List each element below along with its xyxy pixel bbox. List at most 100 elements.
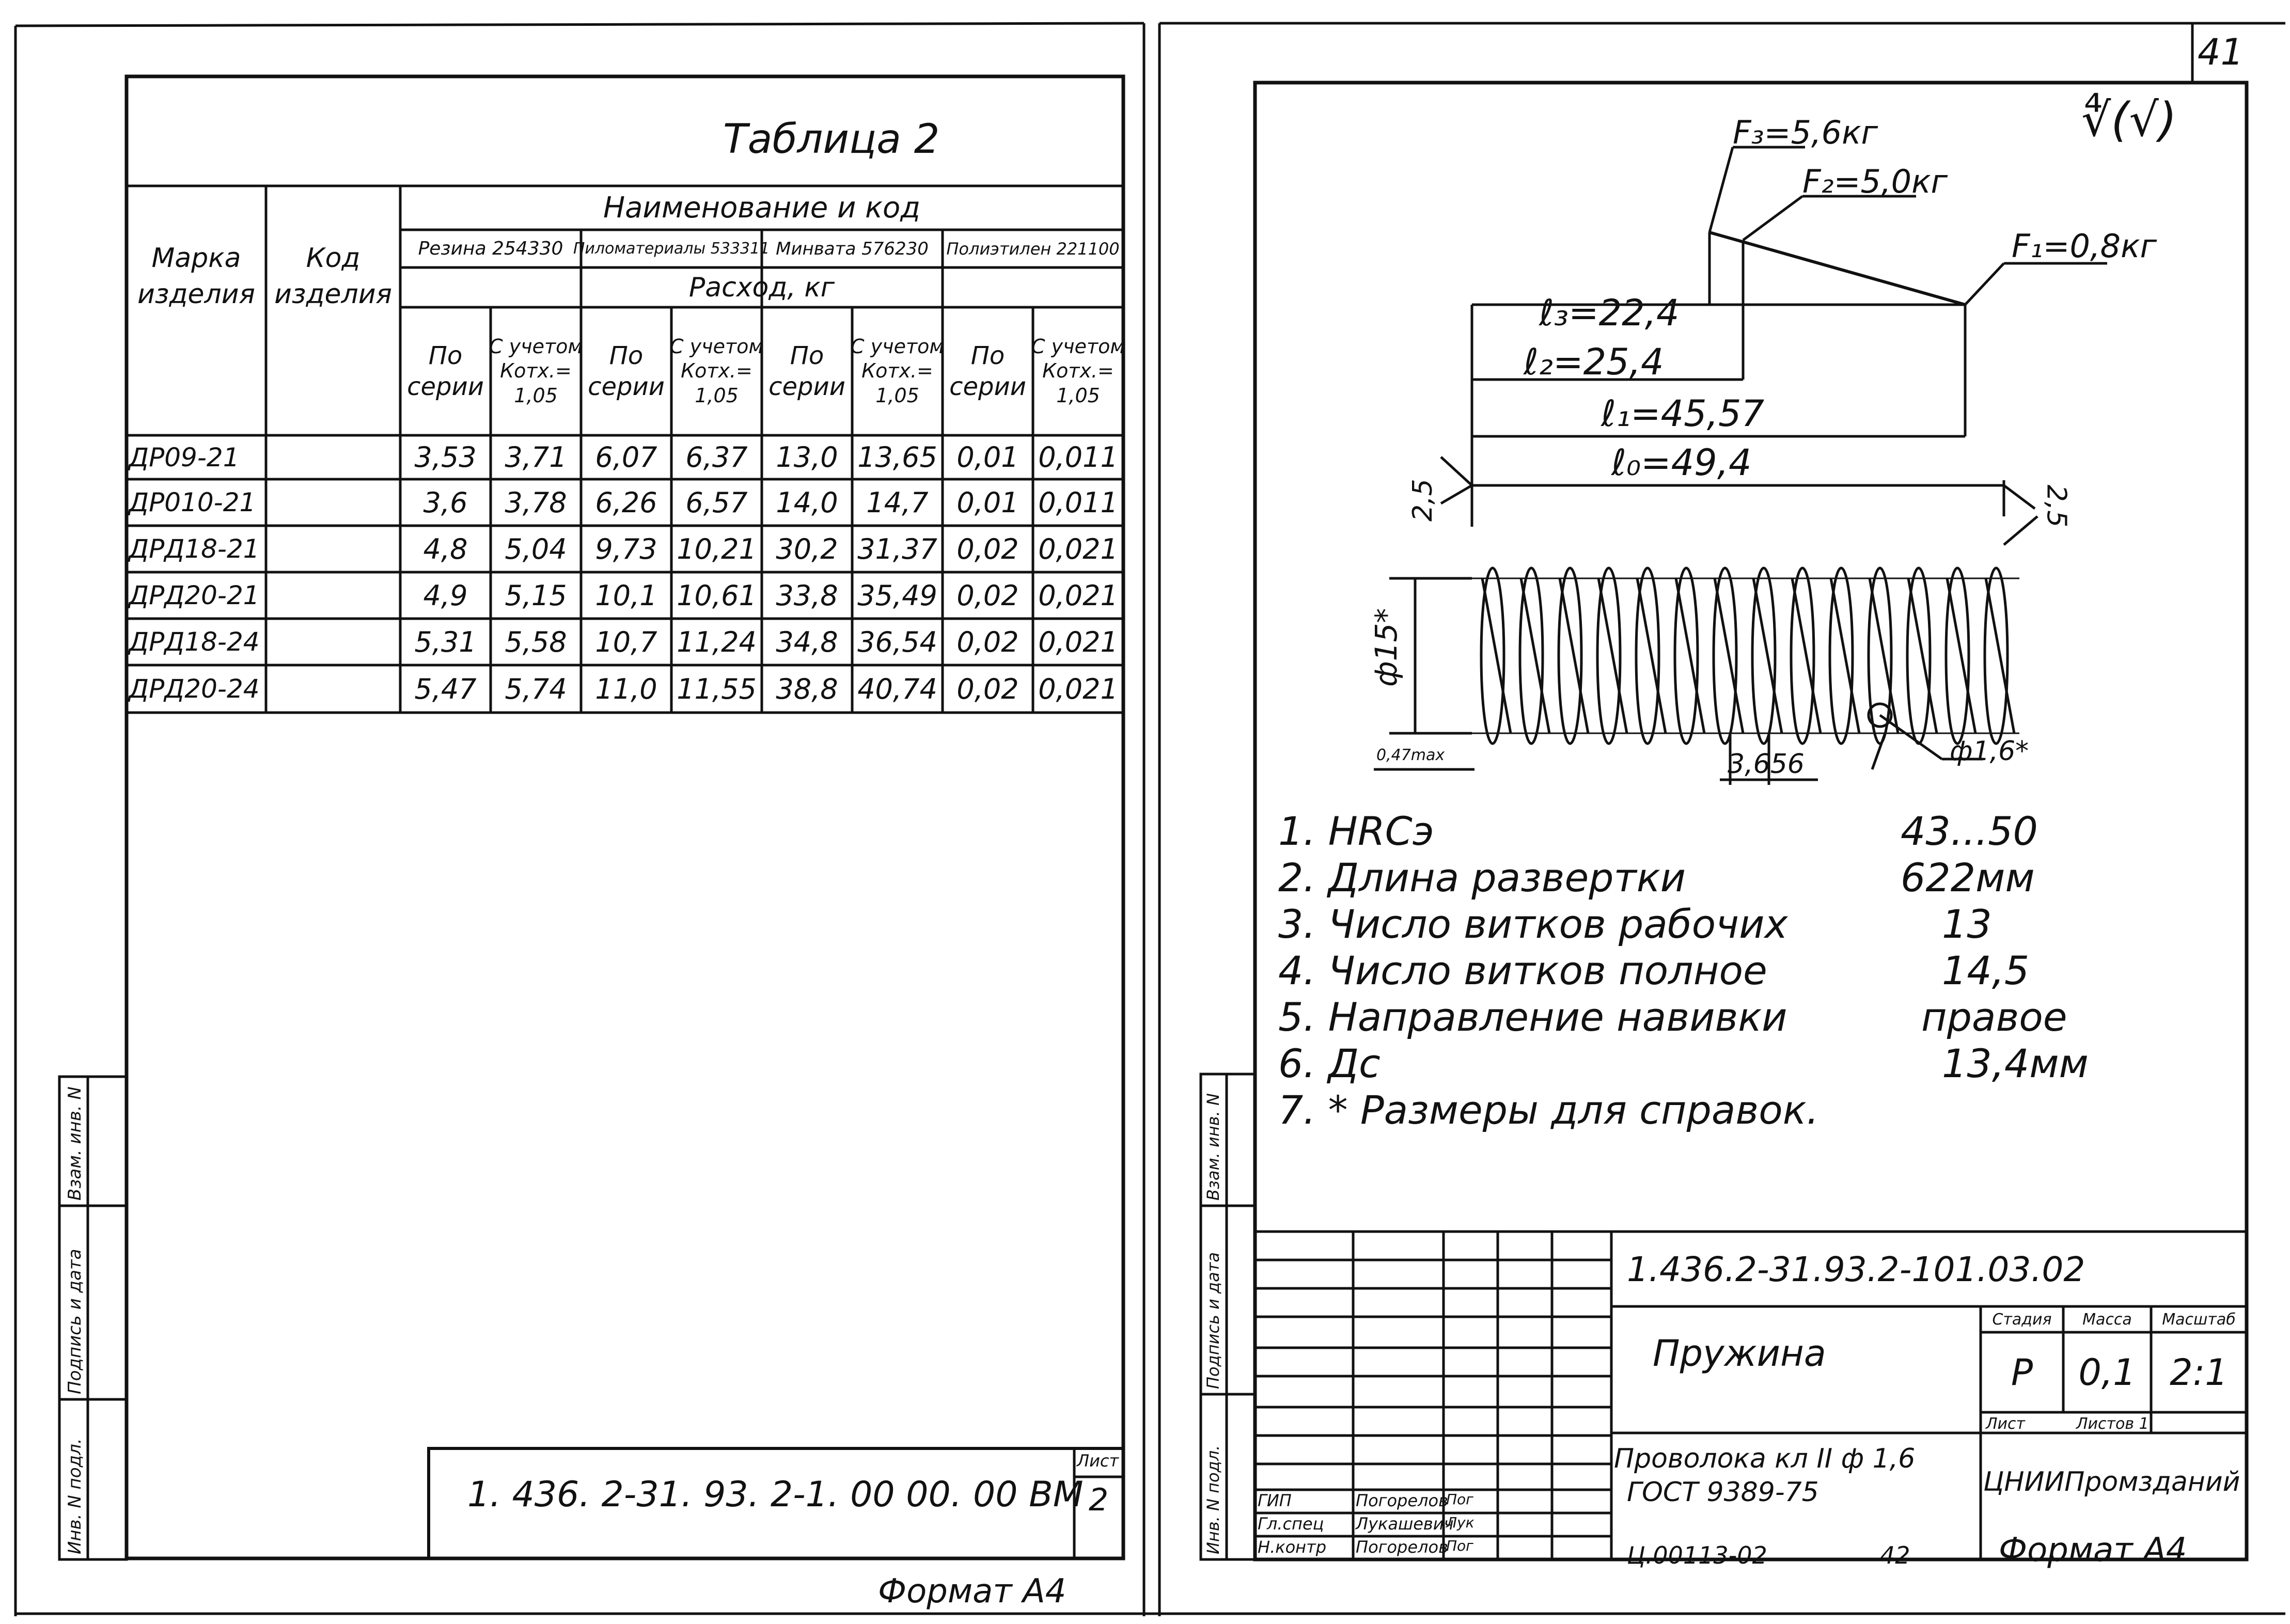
table-cell: 5,58 (505, 625, 567, 658)
table-cell: 14,0 (776, 486, 838, 519)
stamp-material-2: ГОСТ 9389-75 (1627, 1477, 1819, 1508)
spring-coil-diagonal (1907, 578, 1938, 734)
table-cell: 0,02 (956, 532, 1019, 565)
diameter-dim: ф15* (1369, 608, 1404, 687)
bottom-code: Ц.00113-02 (1627, 1541, 1767, 1569)
left-sheet-number: 2 (1089, 1482, 1109, 1518)
spring-coil-diagonal (1713, 578, 1745, 734)
spring-coil (1712, 566, 1738, 745)
table-cell: 6,07 (595, 441, 657, 474)
right-side-label-3: Взам. инв. N (1203, 1093, 1223, 1201)
spring-coil (1673, 566, 1699, 745)
table-cell: 35,49 (857, 579, 937, 612)
spec-item-label: 6. Дс (1278, 1040, 1381, 1086)
spring-coil-diagonal (1791, 578, 1822, 734)
length-l3: ℓ₃=22,4 (1539, 292, 1680, 334)
tilt-right-dim: 2,5 (2041, 484, 2072, 528)
table-cell: 38,8 (776, 672, 838, 705)
spring-coil-diagonal (1674, 578, 1706, 734)
table-cell: 0,021 (1038, 579, 1118, 612)
spec-item-label: 2. Длина развертки (1278, 855, 1686, 901)
spring-coil-diagonal (1519, 578, 1551, 734)
spring-coil-diagonal (1752, 578, 1783, 734)
table-cell: 30,2 (776, 532, 838, 565)
table-cell: 5,04 (505, 532, 567, 565)
table-cell: 31,37 (857, 532, 937, 565)
table-row-mark: ДРД20-24 (129, 674, 260, 704)
spring-coil-diagonal (1558, 578, 1590, 734)
table-cell: 3,6 (423, 486, 468, 519)
table-row-mark: ДРД18-24 (129, 627, 260, 657)
page-number: 41 (2198, 31, 2244, 73)
stamp-surname: Погорелов (1356, 1491, 1448, 1510)
spec-item-value: 14,5 (1942, 948, 2030, 994)
table-cell: 3,78 (505, 486, 567, 519)
spring-coil (1983, 566, 2009, 745)
table-cell: 0,01 (956, 441, 1019, 474)
stamp-surname: Погорелов (1356, 1537, 1448, 1557)
stamp-scale-header: Масштаб (2162, 1310, 2236, 1329)
left-format: Формат А4 (878, 1572, 1066, 1611)
stamp-surname: Лукашевич (1356, 1514, 1454, 1534)
table-cell: 11,0 (595, 672, 657, 705)
table-cell: 0,011 (1038, 486, 1118, 519)
spring-coil (1867, 566, 1893, 745)
force-f3: F₃=5,6кг (1733, 114, 1878, 151)
wire-dim: ф1,6* (1950, 736, 2029, 767)
header-consumption: Расход, кг (688, 272, 835, 303)
pitch-dim: 3,656 (1728, 749, 1805, 780)
left-side-label-3: Взам. инв. N (65, 1086, 85, 1201)
stamp-sheet-header: Лист (1986, 1415, 2026, 1433)
left-stamp-code: 1. 436. 2-31. 93. 2-1. 00 00. 00 ВМ (467, 1474, 1084, 1515)
spec-item-value: 622мм (1901, 855, 2035, 901)
table-cell: 10,21 (677, 532, 757, 565)
stamp-material-1: Проволока кл II ф 1,6 (1614, 1443, 1916, 1474)
header-mark: Марка (151, 243, 241, 274)
stamp-signature: Лук (1446, 1514, 1475, 1531)
stamp-role: Н.контр (1258, 1537, 1327, 1557)
table-cell: 5,47 (414, 672, 477, 705)
spring-coil (1828, 566, 1854, 745)
table-title: Таблица 2 (723, 116, 940, 163)
spec-item-value: 13 (1942, 901, 1992, 947)
spec-item-value: 13,4мм (1942, 1040, 2089, 1086)
roughness-mark: ∜(√) (2081, 93, 2177, 147)
right-format: Формат А4 (1999, 1531, 2187, 1569)
stamp-signature: Пог (1446, 1491, 1473, 1508)
stamp-code: 1.436.2-31.93.2-101.03.02 (1627, 1250, 2085, 1289)
stamp-signature: Пог (1446, 1537, 1473, 1554)
table-cell: 0,021 (1038, 625, 1118, 658)
spec-item-value: 43...50 (1901, 808, 2038, 854)
table-cell: 33,8 (776, 579, 838, 612)
stamp-scale: 2:1 (2170, 1351, 2228, 1394)
table-cell: 6,37 (685, 441, 748, 474)
length-l1: ℓ₁=45,57 (1601, 392, 1765, 435)
spec-item-label: 4. Число витков полное (1278, 948, 1767, 994)
table-cell: 40,74 (857, 672, 937, 705)
table-cell: 13,65 (857, 441, 937, 474)
table-cell: 6,57 (685, 486, 748, 519)
table-cell: 13,0 (776, 441, 838, 474)
spring-coil-diagonal (1984, 578, 2016, 734)
spring-coil-diagonal (1636, 578, 1667, 734)
table-cell: 5,15 (505, 579, 567, 612)
table-cell: 0,011 (1038, 441, 1118, 474)
spec-item-label: 3. Число витков рабочих (1278, 901, 1788, 947)
table-cell: 0,021 (1038, 672, 1118, 705)
stamp-stage-header: Стадия (1992, 1310, 2052, 1329)
table-cell: 0,01 (956, 486, 1019, 519)
table-cell: 4,9 (423, 579, 468, 612)
force-f2: F₂=5,0кг (1802, 163, 1948, 200)
spring-coil (1635, 566, 1660, 745)
header-material-3: Минвата 576230 (776, 238, 929, 259)
spring-coil-diagonal (1481, 578, 1512, 734)
spec-item-value: правое (1921, 994, 2067, 1040)
spring-coil (1906, 566, 1932, 745)
spec-item-label: 1. HRCэ (1278, 808, 1434, 854)
spring-coil (1596, 566, 1622, 745)
stamp-role: Гл.спец (1258, 1514, 1324, 1534)
stamp-name: Пружина (1653, 1332, 1826, 1375)
